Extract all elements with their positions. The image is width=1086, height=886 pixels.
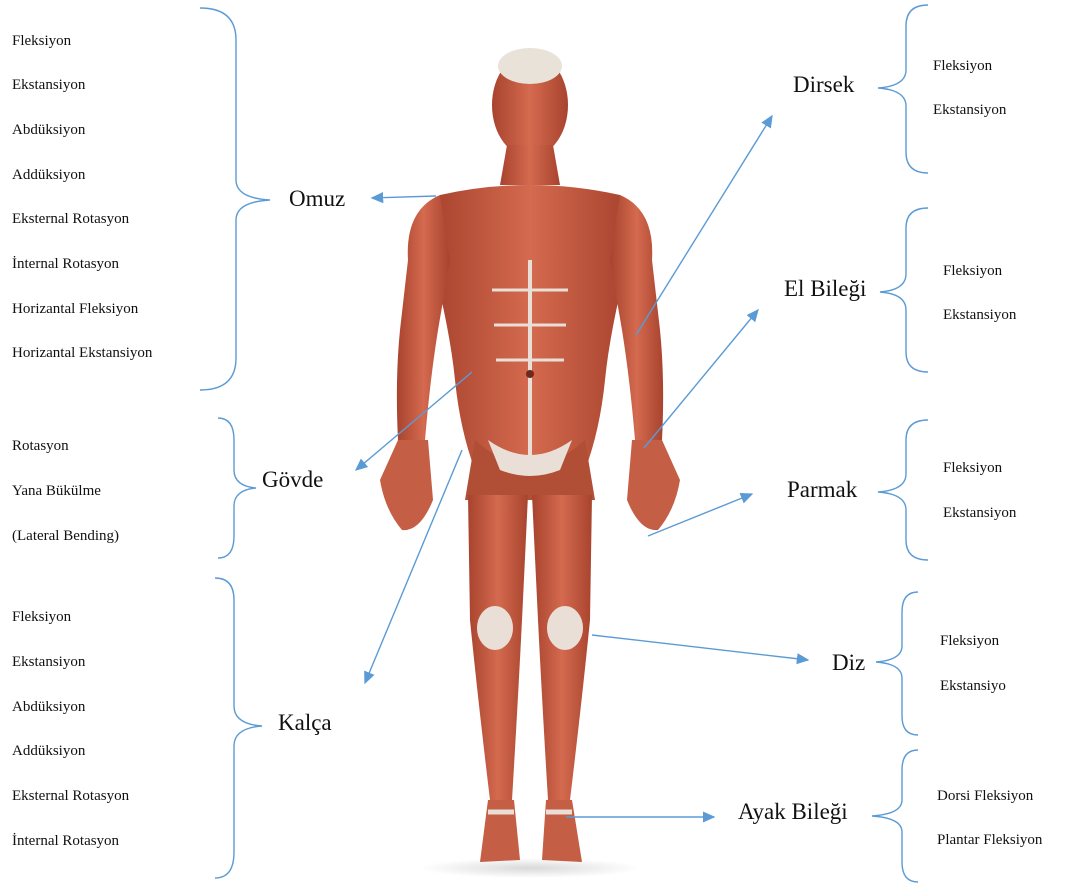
omuz-arrow	[372, 196, 436, 198]
parmak-brace	[878, 420, 928, 560]
omuz-movement: Horizantal Ekstansiyon	[12, 344, 152, 362]
govde-brace	[218, 418, 256, 558]
parmak-title: Parmak	[787, 477, 857, 503]
dirsek-brace	[878, 5, 928, 173]
omuz-movement: Fleksiyon	[12, 32, 71, 50]
omuz-movement: İnternal Rotasyon	[12, 255, 119, 273]
parmak-movement: Ekstansiyon	[943, 504, 1016, 522]
kalca-brace	[215, 578, 262, 878]
dirsek-title: Dirsek	[793, 72, 854, 98]
diz-movement: Ekstansiyo	[940, 677, 1006, 695]
diz-arrow	[592, 635, 808, 660]
govde-title: Gövde	[262, 467, 323, 493]
kalca-movement: Fleksiyon	[12, 608, 71, 626]
el-bilegi-brace	[880, 208, 928, 372]
kalca-title: Kalça	[278, 710, 332, 736]
ayak-bilegi-brace	[872, 750, 918, 882]
omuz-movement: Abdüksiyon	[12, 121, 85, 139]
kalca-movement: İnternal Rotasyon	[12, 832, 119, 850]
ayak-bilegi-movement: Dorsi Fleksiyon	[937, 787, 1033, 805]
omuz-movement: Eksternal Rotasyon	[12, 210, 129, 228]
parmak-movement: Fleksiyon	[943, 459, 1002, 477]
diz-title: Diz	[832, 650, 865, 676]
kalca-movement: Abdüksiyon	[12, 698, 85, 716]
el-bilegi-arrow	[644, 310, 758, 448]
el-bilegi-movement: Ekstansiyon	[943, 306, 1016, 324]
el-bilegi-movement: Fleksiyon	[943, 262, 1002, 280]
el-bilegi-title: El Bileği	[784, 276, 866, 302]
omuz-brace	[200, 8, 270, 390]
omuz-movement: Ekstansiyon	[12, 76, 85, 94]
dirsek-movement: Ekstansiyon	[933, 101, 1006, 119]
govde-arrow	[356, 372, 472, 470]
govde-movement: Yana Bükülme	[12, 482, 101, 500]
kalca-movement: Addüksiyon	[12, 742, 85, 760]
diz-movement: Fleksiyon	[940, 632, 999, 650]
ayak-bilegi-title: Ayak Bileği	[738, 799, 848, 825]
govde-movement: Rotasyon	[12, 437, 69, 455]
omuz-movement: Horizantal Fleksiyon	[12, 300, 138, 318]
parmak-arrow	[648, 494, 752, 536]
dirsek-movement: Fleksiyon	[933, 57, 992, 75]
govde-movement: (Lateral Bending)	[12, 527, 119, 545]
ayak-bilegi-movement: Plantar Fleksiyon	[937, 831, 1042, 849]
kalca-movement: Ekstansiyon	[12, 653, 85, 671]
kalca-movement: Eksternal Rotasyon	[12, 787, 129, 805]
kalca-arrow	[365, 450, 462, 683]
omuz-movement: Addüksiyon	[12, 166, 85, 184]
omuz-title: Omuz	[289, 186, 345, 212]
diz-brace	[876, 592, 918, 735]
dirsek-arrow	[636, 116, 772, 335]
